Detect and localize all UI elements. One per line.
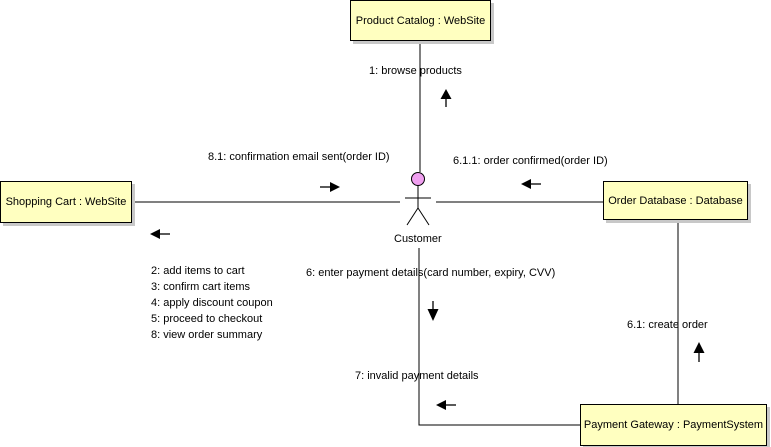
object-shopping-cart[interactable]: Shopping Cart : WebSite bbox=[0, 181, 132, 223]
message-cart-item: 5: proceed to checkout bbox=[151, 313, 263, 325]
arrow-down-icon bbox=[427, 301, 439, 321]
customer-actor-icon[interactable] bbox=[400, 170, 440, 232]
arrow-left-icon bbox=[150, 229, 170, 239]
message-enter-payment: 6: enter payment details(card number, ex… bbox=[306, 267, 556, 279]
message-cart-item: 8: view order summary bbox=[151, 329, 263, 341]
arrow-up-icon bbox=[440, 89, 452, 107]
arrow-up-icon bbox=[693, 342, 705, 362]
message-create-order: 6.1: create order bbox=[627, 319, 708, 331]
actor-name: Customer bbox=[394, 233, 442, 245]
object-order-database[interactable]: Order Database : Database bbox=[603, 181, 748, 220]
arrow-left-icon bbox=[521, 179, 541, 189]
object-product-catalog[interactable]: Product Catalog : WebSite bbox=[350, 0, 491, 41]
message-invalid-payment: 7: invalid payment details bbox=[355, 370, 479, 382]
link-customer-payment bbox=[418, 248, 580, 426]
arrow-left-icon bbox=[436, 400, 456, 410]
object-payment-gateway[interactable]: Payment Gateway : PaymentSystem bbox=[580, 404, 767, 446]
message-confirmation-email: 8.1: confirmation email sent(order ID) bbox=[208, 151, 390, 163]
message-cart-item: 3: confirm cart items bbox=[151, 281, 251, 293]
message-browse-products: 1: browse products bbox=[369, 65, 462, 77]
message-cart-item: 2: add items to cart bbox=[151, 265, 245, 277]
message-order-confirmed: 6.1.1: order confirmed(order ID) bbox=[453, 155, 608, 167]
message-cart-item: 4: apply discount coupon bbox=[151, 297, 273, 309]
arrow-right-icon bbox=[320, 182, 340, 192]
